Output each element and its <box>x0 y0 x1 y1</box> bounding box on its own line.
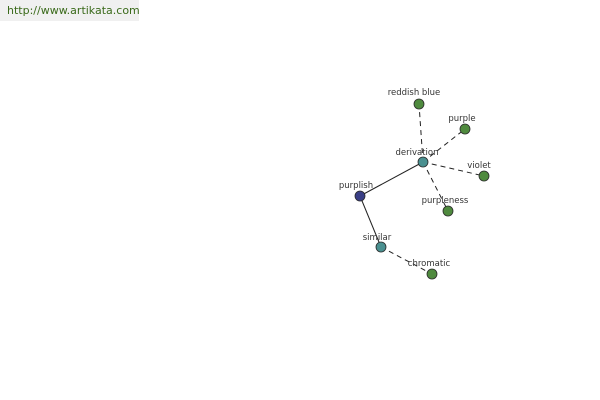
node-dot[interactable] <box>375 241 387 253</box>
node-dot[interactable] <box>413 98 425 110</box>
site-url-banner[interactable]: http://www.artikata.com <box>0 0 140 21</box>
node-label[interactable]: reddish blue <box>388 88 441 98</box>
nodes-layer: purplish derivation similar reddish blue pur… <box>339 88 491 280</box>
edge-derivation-purpleness <box>422 161 449 212</box>
edge-purplish-similar <box>359 195 382 248</box>
node-label[interactable]: similar <box>363 233 392 243</box>
node-purple[interactable]: purple <box>448 114 476 135</box>
node-similar[interactable]: similar <box>363 233 392 253</box>
node-derivation[interactable]: derivation <box>395 148 439 168</box>
node-label[interactable]: violet <box>467 161 491 171</box>
node-dot[interactable] <box>478 170 490 182</box>
node-violet[interactable]: violet <box>467 161 491 182</box>
node-label[interactable]: purple <box>448 114 475 124</box>
node-purplish[interactable]: purplish <box>339 181 373 202</box>
node-chromatic[interactable]: chromatic <box>408 259 451 280</box>
edge-derivation-violet <box>422 161 485 177</box>
node-dot[interactable] <box>417 156 429 168</box>
edge-derivation-reddish_blue <box>418 103 424 163</box>
node-reddish-blue[interactable]: reddish blue <box>388 88 441 110</box>
node-label[interactable]: derivation <box>395 148 438 158</box>
node-purpleness[interactable]: purpleness <box>422 196 469 217</box>
node-dot[interactable] <box>459 123 471 135</box>
edge-similar-chromatic <box>380 246 433 275</box>
node-label[interactable]: purplish <box>339 181 373 191</box>
node-dot[interactable] <box>354 190 366 202</box>
edge-purplish-derivation <box>359 161 424 197</box>
node-label[interactable]: chromatic <box>408 259 451 269</box>
node-dot[interactable] <box>426 268 438 280</box>
site-url-text[interactable]: http://www.artikata.com <box>7 4 140 17</box>
node-dot[interactable] <box>442 205 454 217</box>
edges-layer <box>359 103 485 275</box>
node-label[interactable]: purpleness <box>422 196 469 206</box>
